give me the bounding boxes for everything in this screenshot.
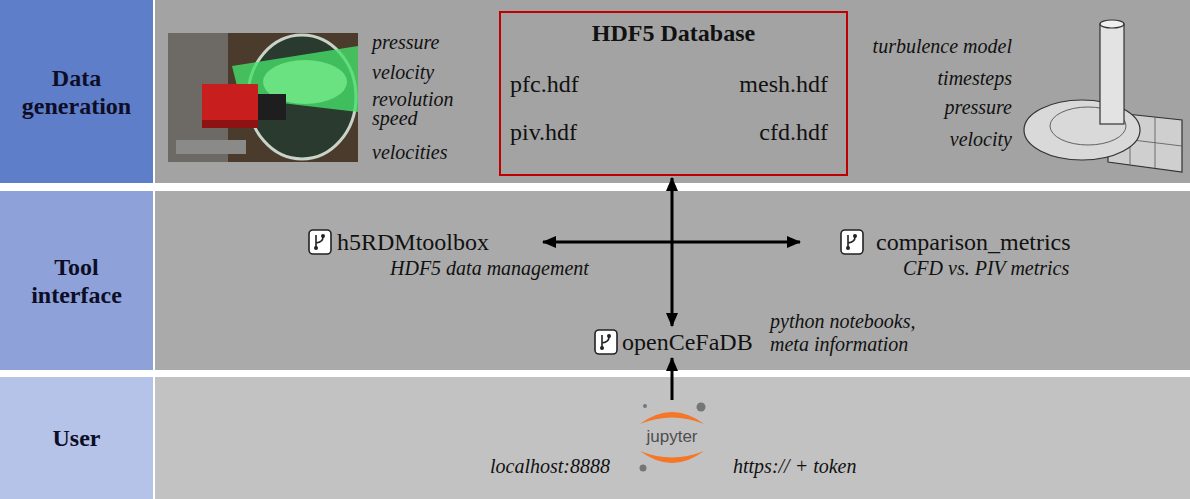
cad-model bbox=[1024, 20, 1182, 172]
annotation-label: pressure bbox=[372, 30, 439, 54]
photo-rail bbox=[176, 140, 246, 154]
node-title: HDF5 Database bbox=[501, 19, 846, 47]
tool-node: comparison_metricsCFD vs. PIV metrics bbox=[800, 228, 1071, 256]
double-arrow bbox=[671, 178, 674, 326]
logo-dot bbox=[640, 465, 647, 472]
node-title: Data generation bbox=[10, 64, 143, 120]
annotation-label: velocity bbox=[950, 127, 1012, 151]
panel-ground bbox=[155, 0, 1190, 183]
annotation-label: velocities bbox=[372, 140, 448, 164]
annotation-label: pressure bbox=[945, 95, 1012, 119]
repo-icon bbox=[841, 230, 863, 254]
annotation-label: timesteps bbox=[938, 66, 1012, 90]
node-text: cfd.hdf bbox=[759, 118, 828, 146]
logo-arc bbox=[640, 412, 704, 424]
logo-dot bbox=[697, 403, 706, 412]
node-title: User bbox=[53, 424, 101, 452]
node-text: HDF5 data management bbox=[390, 257, 589, 280]
icon-dot bbox=[846, 246, 850, 250]
icon-dot bbox=[314, 246, 318, 250]
double-arrow bbox=[671, 358, 674, 400]
node-title: Tool interface bbox=[10, 253, 143, 309]
icon-dot bbox=[321, 234, 325, 238]
repo-icon bbox=[595, 330, 617, 354]
icon-dot bbox=[853, 234, 857, 238]
jupyter-node: jupyter bbox=[636, 402, 708, 472]
test-rig-photo bbox=[168, 33, 358, 162]
node-text: CFD vs. PIV metrics bbox=[903, 257, 1069, 280]
node-text: mesh.hdf bbox=[739, 70, 828, 98]
icon-frame bbox=[309, 230, 331, 254]
tool-node: openCeFaDBpython notebooks, meta informa… bbox=[622, 328, 753, 356]
row-label-band: User bbox=[0, 377, 153, 499]
row-label-band: Tool interface bbox=[0, 191, 153, 370]
node-title: openCeFaDB bbox=[622, 328, 753, 356]
annotation-label: velocity bbox=[372, 60, 434, 84]
repo-icon bbox=[309, 230, 331, 254]
row-label-band: Data generation bbox=[0, 0, 153, 183]
node-title: comparison_metrics bbox=[876, 228, 1071, 256]
icon-dot bbox=[600, 346, 604, 350]
logo-arc bbox=[640, 451, 704, 463]
annotation-label: turbulence model bbox=[873, 34, 1012, 58]
annotation-label: localhost:8888 bbox=[490, 454, 610, 478]
logo-dot bbox=[643, 404, 647, 408]
cad-inlet-pipe bbox=[1100, 24, 1124, 124]
node-title: h5RDMtoolbox bbox=[337, 228, 543, 256]
photo-motor-base bbox=[202, 120, 258, 128]
node-text: pfc.hdf bbox=[510, 70, 579, 98]
annotation-label: revolution speed bbox=[372, 90, 467, 128]
icon-dot bbox=[607, 334, 611, 338]
node-text: python notebooks, meta information bbox=[770, 310, 948, 356]
cad-pipe-top bbox=[1100, 20, 1124, 28]
database-box: HDF5 Database pfc.hdf mesh.hdf piv.hdf cfd.h… bbox=[499, 11, 848, 176]
photo-motor bbox=[202, 84, 258, 128]
icon-frame bbox=[595, 330, 617, 354]
icon-frame bbox=[841, 230, 863, 254]
photo-camera bbox=[258, 94, 286, 120]
tool-node: h5RDMtoolboxHDF5 data management bbox=[337, 228, 543, 256]
node-text: piv.hdf bbox=[510, 118, 577, 146]
photo-ground bbox=[168, 33, 358, 162]
node-title: jupyter bbox=[636, 427, 708, 447]
annotation-label: https:// + token bbox=[733, 454, 856, 478]
